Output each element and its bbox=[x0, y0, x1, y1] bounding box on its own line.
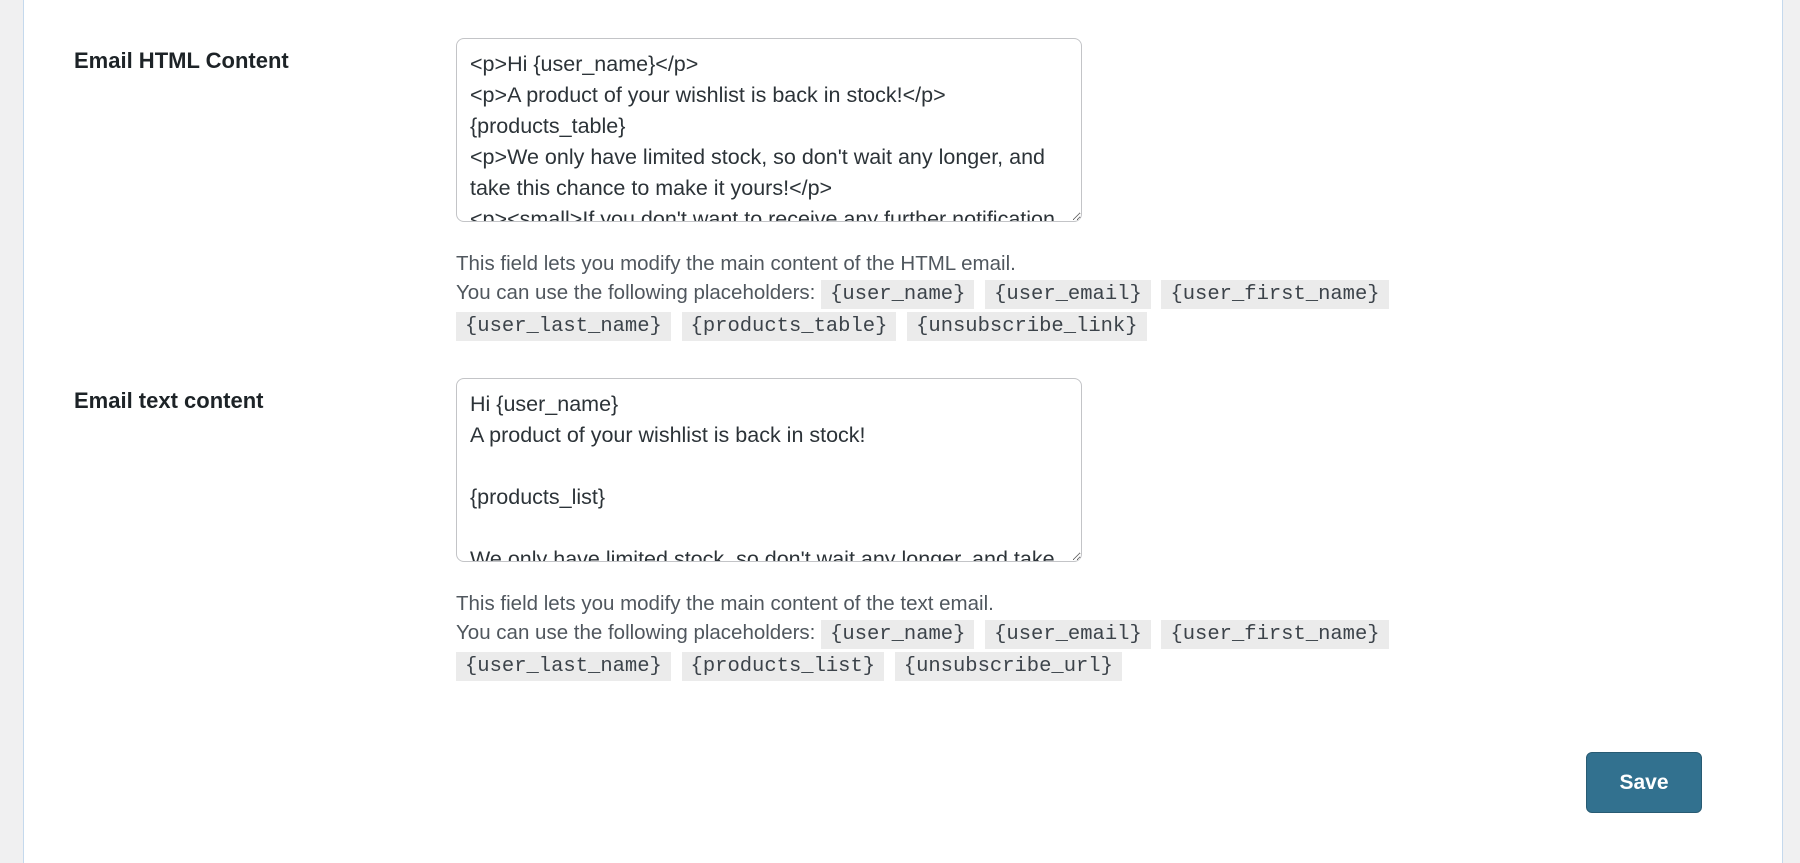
placeholder-tag: {user_first_name} bbox=[1161, 620, 1389, 649]
placeholder-tag: {user_first_name} bbox=[1161, 280, 1389, 309]
text-content-placeholders-intro: You can use the following placeholders: bbox=[456, 621, 816, 644]
placeholder-tag: {unsubscribe_link} bbox=[907, 312, 1147, 341]
text-content-label: Email text content bbox=[74, 388, 264, 413]
html-content-label: Email HTML Content bbox=[74, 48, 289, 73]
html-content-description: This field lets you modify the main cont… bbox=[456, 249, 1436, 342]
html-content-textarea[interactable]: <p>Hi {user_name}</p> <p>A product of yo… bbox=[456, 38, 1082, 222]
placeholder-tag: {products_list} bbox=[681, 652, 885, 681]
html-content-description-text: This field lets you modify the main cont… bbox=[456, 252, 1016, 275]
text-content-field-area: Hi {user_name} A product of your wishlis… bbox=[456, 378, 1389, 682]
placeholder-tag: {user_name} bbox=[821, 620, 975, 649]
placeholder-tag: {user_name} bbox=[821, 280, 975, 309]
text-content-description: This field lets you modify the main cont… bbox=[456, 589, 1436, 682]
placeholder-tag: {user_email} bbox=[985, 280, 1151, 309]
settings-panel: Email HTML Content <p>Hi {user_name}</p>… bbox=[23, 0, 1783, 863]
html-content-placeholders-intro: You can use the following placeholders: bbox=[456, 281, 816, 304]
save-button[interactable]: Save bbox=[1586, 752, 1702, 813]
text-content-description-text: This field lets you modify the main cont… bbox=[456, 592, 994, 615]
text-content-placeholder-list: {user_name} {user_email} {user_first_nam… bbox=[456, 620, 1394, 681]
placeholder-tag: {products_table} bbox=[681, 312, 897, 341]
placeholder-tag: {user_email} bbox=[985, 620, 1151, 649]
html-content-placeholder-list: {user_name} {user_email} {user_first_nam… bbox=[456, 280, 1394, 341]
placeholder-tag: {user_last_name} bbox=[456, 312, 671, 341]
html-content-field-area: <p>Hi {user_name}</p> <p>A product of yo… bbox=[456, 38, 1389, 342]
placeholder-tag: {user_last_name} bbox=[456, 652, 671, 681]
placeholder-tag: {unsubscribe_url} bbox=[894, 652, 1122, 681]
text-content-textarea[interactable]: Hi {user_name} A product of your wishlis… bbox=[456, 378, 1082, 562]
